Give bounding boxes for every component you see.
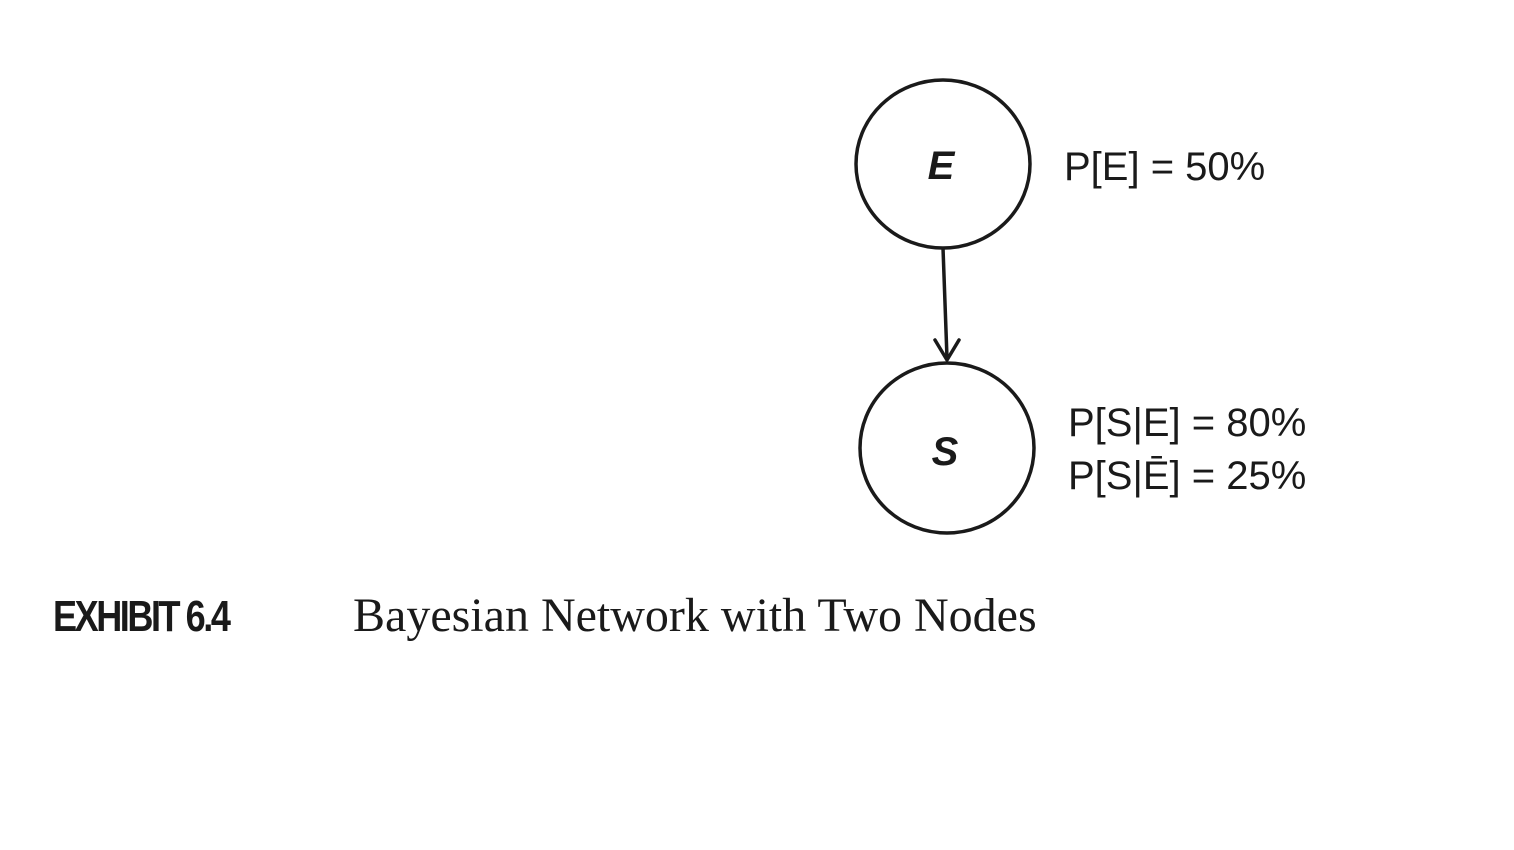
node-s-label: S <box>932 430 959 474</box>
node-e-label: E <box>928 144 956 188</box>
prob-s-given-not-e: P[S|Ē] = 25% <box>1068 454 1306 498</box>
edge-e-to-s <box>933 246 961 362</box>
node-s: S <box>858 361 1036 535</box>
prob-e: P[E] = 50% <box>1064 145 1265 189</box>
exhibit-label: EXHIBIT 6.4 <box>53 592 231 641</box>
exhibit-title: Bayesian Network with Two Nodes <box>353 589 1037 642</box>
prob-s-given-e: P[S|E] = 80% <box>1068 401 1306 445</box>
node-e: E <box>854 78 1032 250</box>
bayesian-network-diagram: E S P[E] = 50% P[S|E] = 80% P[S|Ē] = 25% <box>854 78 1306 535</box>
figure-caption: EXHIBIT 6.4 Bayesian Network with Two No… <box>53 588 1037 648</box>
